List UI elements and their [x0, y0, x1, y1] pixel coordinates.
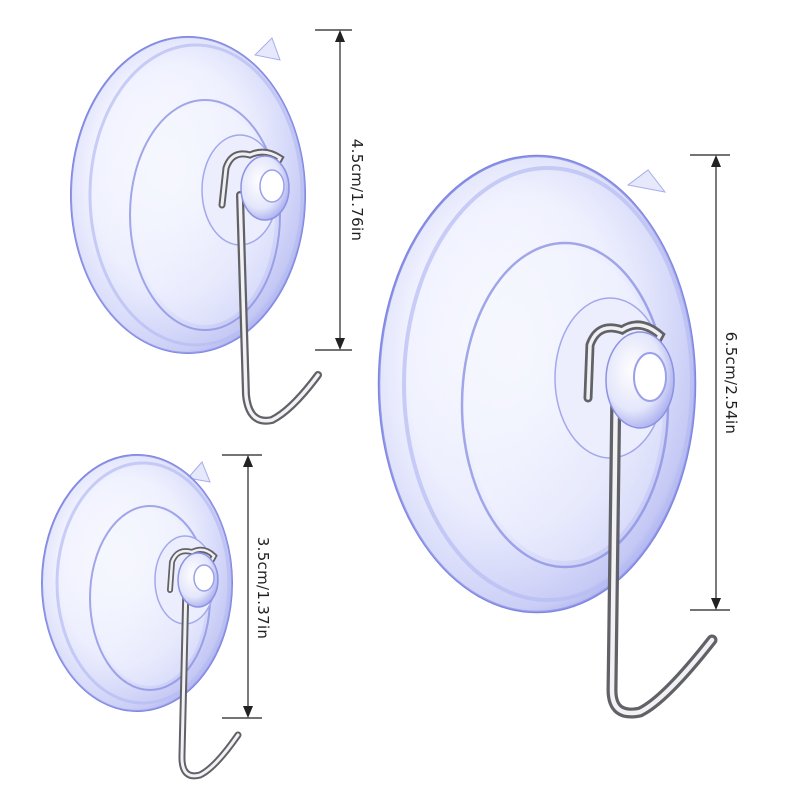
medium-dimension-line	[315, 29, 352, 351]
large-dimension-line	[690, 154, 730, 611]
small-dimension-line	[222, 454, 262, 719]
medium-suction-hook	[70, 36, 322, 425]
medium-dimension-label: 4.5cm/1.76in	[348, 139, 366, 241]
small-dimension-label: 3.5cm/1.37in	[254, 537, 272, 639]
large-dimension-label: 6.5cm/2.54in	[722, 332, 740, 434]
small-suction-hook	[41, 454, 242, 780]
large-suction-hook	[377, 154, 718, 719]
